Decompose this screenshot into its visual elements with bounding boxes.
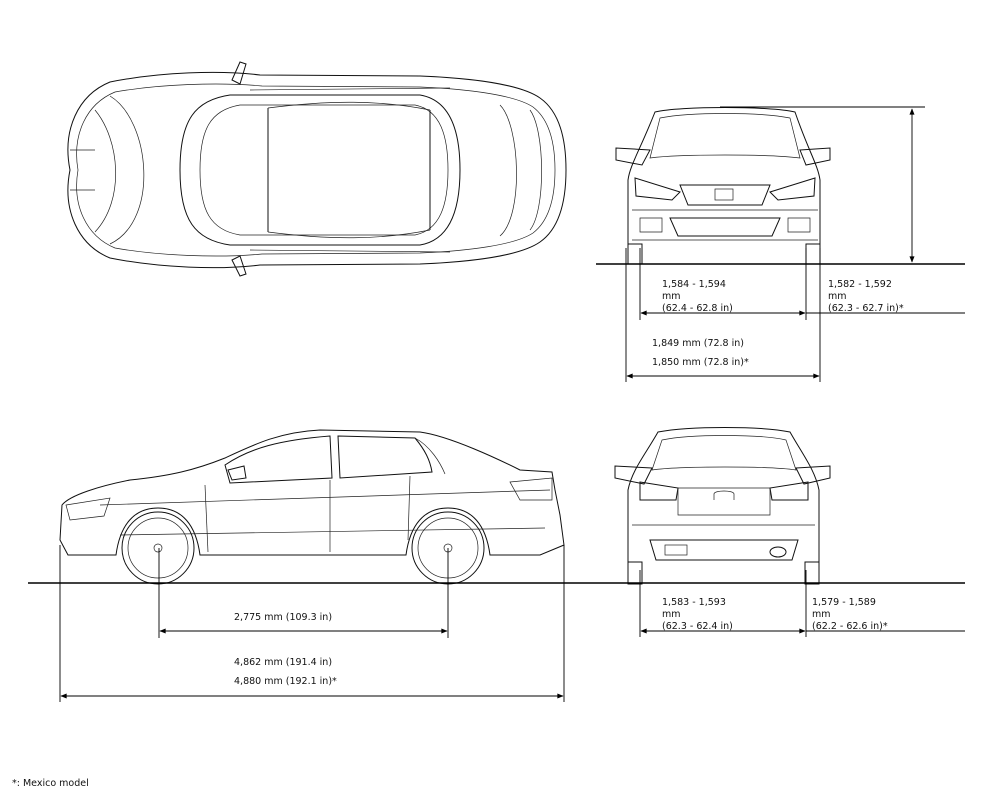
rear-track-label: 1,583 - 1,593 mm (62.3 - 62.4 in) [662, 597, 733, 633]
rear-track-unit: mm [662, 609, 681, 620]
front-track-mexico-label: 1,582 - 1,592 mm (62.3 - 62.7 in)* [828, 279, 904, 315]
height-dimension [720, 106, 925, 263]
rear-track-in: (62.3 - 62.4 in) [662, 621, 733, 632]
front-track-unit: mm [662, 291, 681, 302]
rear-track-dimension [639, 570, 965, 637]
width-label: 1,849 mm (72.8 in) 1,850 mm (72.8 in)* [652, 338, 749, 369]
wheelbase-dimension [158, 548, 449, 638]
rear-track-mexico-in: (62.2 - 62.6 in)* [812, 621, 888, 632]
front-track-dimension [639, 248, 965, 320]
length-label: 4,862 mm (191.4 in) 4,880 mm (192.1 in)* [234, 657, 337, 688]
car-rear-view [614, 427, 831, 585]
front-track-mm: 1,584 - 1,594 [662, 279, 726, 290]
length-line-1: 4,862 mm (191.4 in) [234, 657, 333, 668]
car-top-view [67, 61, 567, 277]
rear-track-mm: 1,583 - 1,593 [662, 597, 726, 608]
length-line-2: 4,880 mm (192.1 in)* [234, 676, 337, 687]
rear-track-mexico-unit: mm [812, 609, 831, 620]
car-side-view [59, 429, 565, 585]
width-dimension [625, 248, 821, 382]
rear-track-mexico-mm: 1,579 - 1,589 [812, 597, 876, 608]
front-track-mexico-unit: mm [828, 291, 847, 302]
wheelbase-label: 2,775 mm (109.3 in) [234, 612, 333, 623]
length-dimension [59, 545, 565, 702]
front-track-in: (62.4 - 62.8 in) [662, 303, 733, 314]
car-front-view [615, 107, 831, 265]
width-line-1: 1,849 mm (72.8 in) [652, 338, 744, 349]
front-track-mexico-mm: 1,582 - 1,592 [828, 279, 892, 290]
front-track-mexico-in: (62.3 - 62.7 in)* [828, 303, 904, 314]
front-track-label: 1,584 - 1,594 mm (62.4 - 62.8 in) [662, 279, 733, 315]
rear-track-mexico-label: 1,579 - 1,589 mm (62.2 - 62.6 in)* [812, 597, 888, 633]
width-line-2: 1,850 mm (72.8 in)* [652, 357, 749, 368]
footnote: *: Mexico model [12, 778, 89, 789]
